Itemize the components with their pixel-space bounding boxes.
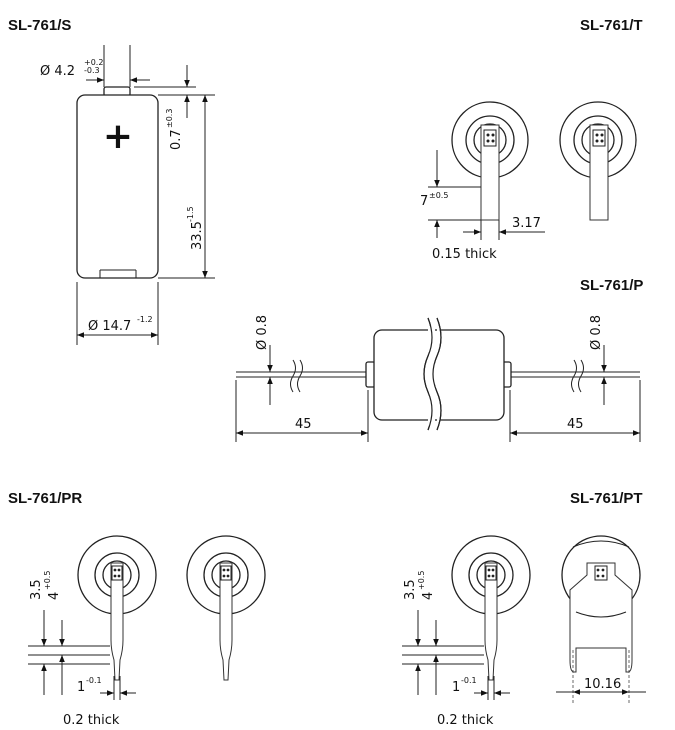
dim-overall-length: 33.5 xyxy=(190,221,205,250)
dim-pt-pin-width: 1 xyxy=(452,680,460,695)
cell-pt-front-view: 3.5 4 +0.5 1 -0.1 0.2 thick xyxy=(402,535,531,728)
cell-t-back-view xyxy=(559,101,637,221)
dim-lead-length-right: 45 xyxy=(567,417,584,432)
dim-small-diameter: Ø 4.2 xyxy=(40,64,75,79)
dim-small-diameter-tol-upper: +0.2 xyxy=(84,58,103,67)
dim-pr-b-tol: +0.5 xyxy=(43,571,52,590)
solder-tab xyxy=(480,124,500,221)
cell-s-side-view: + Ø 4.2 +0.2 -0.3 0.7 ±0.3 33.5 -1.5 Ø 1… xyxy=(40,45,215,345)
dim-pt-pin-width-tol: -0.1 xyxy=(461,676,477,685)
dim-tab-height: 7 xyxy=(420,194,428,209)
dim-cap-height-tol: ±0.3 xyxy=(165,109,174,128)
label-pr-thickness: 0.2 thick xyxy=(63,713,120,728)
dim-pr-a: 3.5 xyxy=(29,579,44,600)
pr-radial-pin xyxy=(110,562,124,681)
cell-p-axial-view: Ø 0.8 Ø 0.8 45 45 xyxy=(235,315,641,442)
dim-pr-b: 4 xyxy=(47,592,62,600)
title-sl-761-pt: SL-761/PT xyxy=(570,490,643,507)
title-sl-761-pr: SL-761/PR xyxy=(8,490,82,507)
cell-pr-back-view xyxy=(186,535,266,681)
dim-cap-height: 0.7 xyxy=(169,129,184,150)
dim-overall-length-tol: -1.5 xyxy=(186,206,195,222)
cell-pr-front-view: 3.5 4 +0.5 1 -0.1 0.2 thick xyxy=(28,535,157,728)
dim-pt-pin-spacing: 10.16 xyxy=(584,677,621,692)
dim-pt-b: 4 xyxy=(421,592,436,600)
pt-radial-pin xyxy=(484,562,498,681)
dim-wire-diameter-right: Ø 0.8 xyxy=(589,315,604,350)
dim-lead-length-left: 45 xyxy=(295,417,312,432)
dim-body-diameter-tol: -1.2 xyxy=(137,315,153,324)
title-sl-761-p: SL-761/P xyxy=(580,277,643,294)
dim-wire-diameter-left: Ø 0.8 xyxy=(255,315,270,350)
dim-tab-width: 3.17 xyxy=(512,216,541,231)
label-tab-thickness: 0.15 thick xyxy=(432,247,497,262)
dim-body-diameter: Ø 14.7 xyxy=(88,319,131,334)
label-pt-thickness: 0.2 thick xyxy=(437,713,494,728)
title-sl-761-t: SL-761/T xyxy=(580,17,643,34)
plus-polarity-icon: + xyxy=(103,116,133,157)
title-sl-761-s: SL-761/S xyxy=(8,17,71,34)
dim-tab-height-tol: ±0.5 xyxy=(429,191,448,200)
cell-body xyxy=(76,94,159,279)
dim-small-diameter-tol-lower: -0.3 xyxy=(84,66,100,75)
dim-pr-pin-width: 1 xyxy=(77,680,85,695)
dim-pr-pin-width-tol: -0.1 xyxy=(86,676,102,685)
dim-pt-b-tol: +0.5 xyxy=(417,571,426,590)
cell-pt-back-view: 10.16 xyxy=(556,535,646,705)
cell-t-front-view: 7 ±0.5 3.17 0.15 thick xyxy=(420,101,545,262)
dim-pt-a: 3.5 xyxy=(403,579,418,600)
